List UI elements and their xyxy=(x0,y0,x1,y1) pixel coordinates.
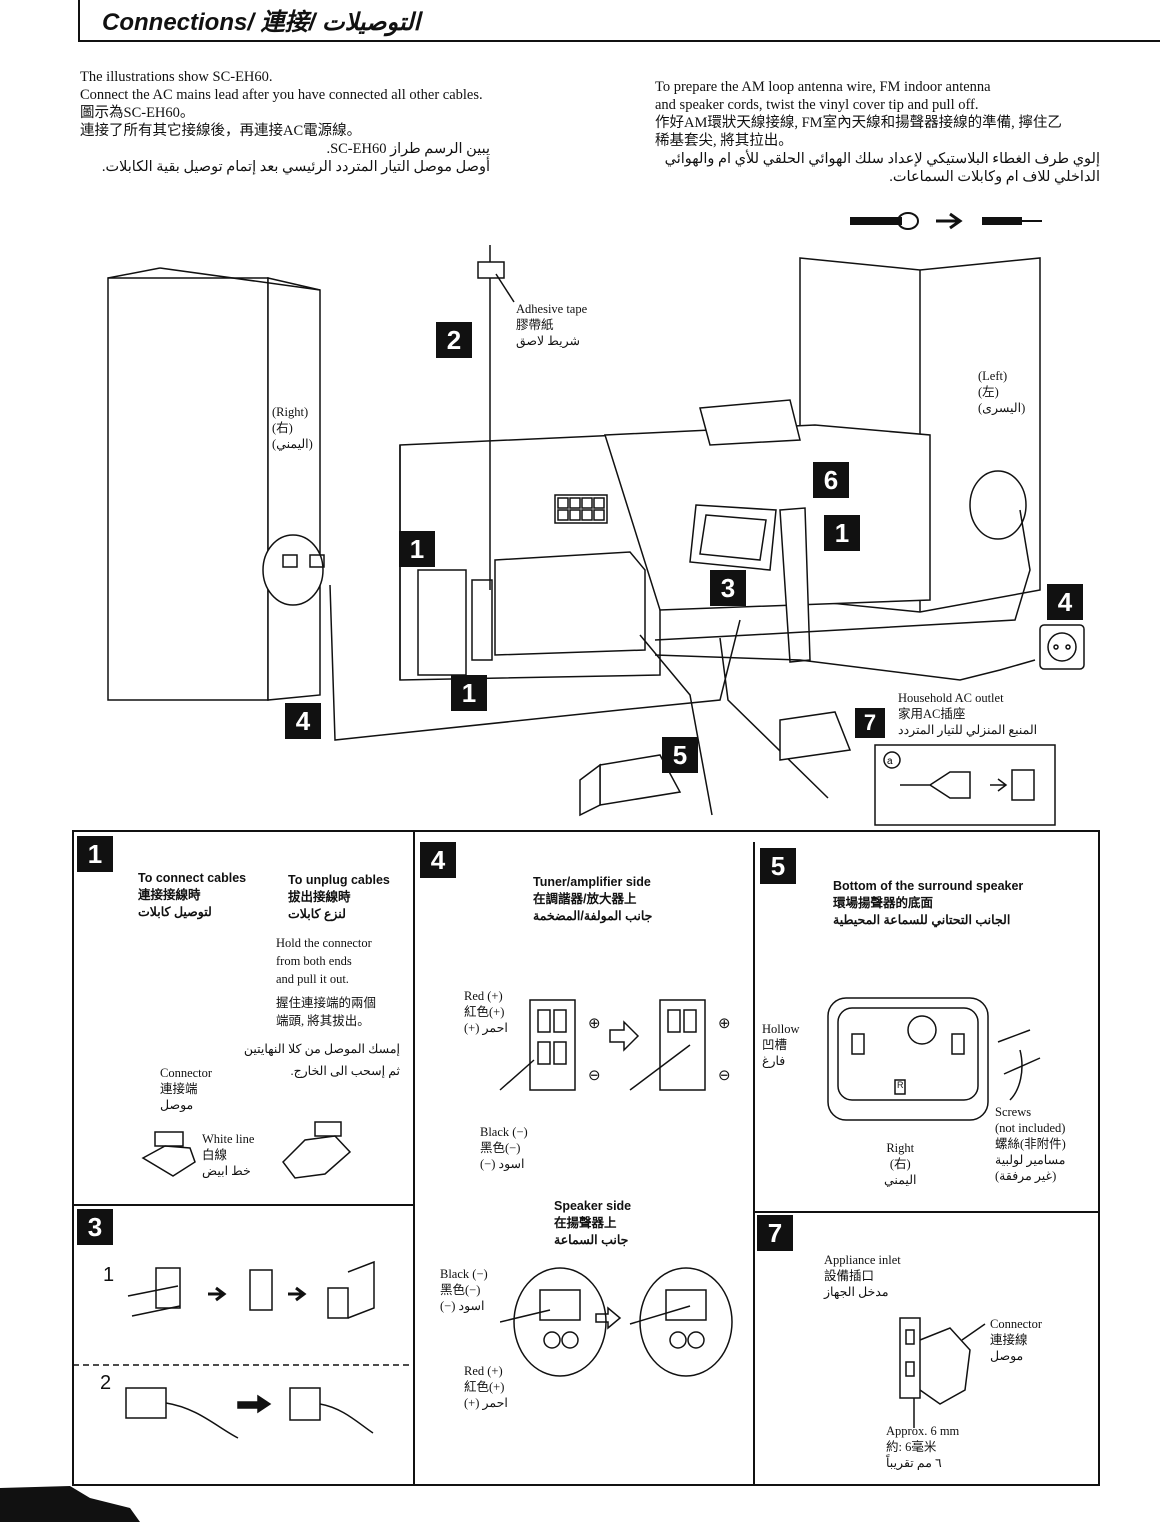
callout-1: 1 xyxy=(824,515,860,551)
panel-4-number: 4 xyxy=(420,842,456,878)
page-title: Connections/ 連接/ التوصيلات xyxy=(102,9,421,36)
left-speaker-label: (Left) (左) (اليسرى) xyxy=(978,369,1026,415)
intro-zh-line: 圖示為SC-EH60。 xyxy=(80,105,195,121)
unplug-instructions: Hold the connector from both ends and pu… xyxy=(276,936,377,1028)
intro-zh-line: 稀基套尖, 將其拉出。 xyxy=(655,133,793,149)
callout-4: 4 xyxy=(285,703,321,739)
red-plus-label: Red (+) 紅色(+) (+) احمر xyxy=(464,1364,508,1410)
intro-zh-line: 連接了所有其它接線後，再連接AC電源線。 xyxy=(80,123,362,139)
red-plus-label: Red (+) 紅色(+) (+) احمر xyxy=(464,989,508,1035)
panel-3-step-1: 1 xyxy=(103,1264,115,1286)
callout-4: 4 xyxy=(1047,584,1083,620)
appliance-inlet-label: Appliance inlet 設備插口 مدخل الجهاز xyxy=(824,1253,901,1299)
scan-edge-artifact xyxy=(0,1486,140,1522)
speaker-bottom-illustration xyxy=(827,997,1041,1121)
white-line-label: White line 白線 خط ابيض xyxy=(202,1132,255,1178)
panel-3-number: 3 xyxy=(77,1209,113,1245)
hollow-label: Hollow 凹槽 فارغ xyxy=(762,1022,800,1068)
speaker-terminal-illustration xyxy=(500,1267,733,1377)
panel-1-number: 1 xyxy=(77,836,113,872)
callout-1: 1 xyxy=(451,675,487,711)
black-minus-label: Black (−) 黑色(−) (−) اسود xyxy=(440,1267,488,1313)
connector-hand-illustration xyxy=(141,1121,352,1179)
panel-7-number: 7 xyxy=(757,1215,793,1251)
right-mark: R xyxy=(897,1080,904,1090)
approx-6mm-label: Approx. 6 mm 約: 6毫米 ٦ مم تقريباً xyxy=(886,1424,960,1470)
plus-terminal-icon: ⊕ xyxy=(588,1015,601,1032)
black-minus-label: Black (−) 黑色(−) (−) اسود xyxy=(480,1125,528,1171)
to-unplug-cables: To unplug cables 拔出接線時 لنزع كابلات xyxy=(288,873,390,921)
ac-outlet-label: Household AC outlet 家用AC插座 المنبع المنزل… xyxy=(898,691,1038,737)
intro-ar-line: الداخلي للاف ام وكابلات السماعات. xyxy=(889,169,1100,185)
connector-label: Connector 連接線 موصل xyxy=(990,1317,1043,1363)
callout-2: 2 xyxy=(436,322,472,358)
intro-en-line: The illustrations show SC-EH60. xyxy=(80,69,273,85)
twist-off-cord-icon xyxy=(850,212,1042,230)
bottom-surround-speaker-title: Bottom of the surround speaker 環場揚聲器的底面 … xyxy=(833,879,1024,927)
panel-5-number: 5 xyxy=(760,848,796,884)
tuner-amplifier-side-title: Tuner/amplifier side 在調諧器/放大器上 جانب المو… xyxy=(533,875,653,923)
inlet-connector-illustration xyxy=(899,1317,986,1428)
minus-terminal-icon: ⊖ xyxy=(718,1067,731,1084)
callout-5: 5 xyxy=(662,737,698,773)
callout-1: 1 xyxy=(399,531,435,567)
callout-6: 6 xyxy=(813,462,849,498)
connection-diagram: a xyxy=(107,245,1085,826)
adhesive-tape-label: Adhesive tape 膠帶紙 شريط لاصق xyxy=(516,302,588,348)
header-rule-vertical xyxy=(78,0,80,42)
panel-3-step-2: 2 xyxy=(100,1372,112,1394)
intro-left: The illustrations show SC-EH60. Connect … xyxy=(80,68,580,176)
plus-terminal-icon: ⊕ xyxy=(718,1015,731,1032)
plug-badge-a: a xyxy=(887,756,893,767)
instruction-panels-frame xyxy=(72,830,1100,1486)
header-rule-horizontal xyxy=(78,40,1160,42)
speaker-side-title: Speaker side 在揚聲器上 جانب السماعة xyxy=(554,1199,632,1247)
intro-ar-line: أوصل موصل التيار المتردد الرئيسي بعد إتم… xyxy=(101,159,490,175)
intro-en-line: and speaker cords, twist the vinyl cover… xyxy=(655,97,979,113)
intro-en-line: Connect the AC mains lead after you have… xyxy=(80,87,483,103)
minus-terminal-icon: ⊖ xyxy=(588,1067,601,1084)
screws-label: Screws (not included) 螺絲(非附件) مسامير لول… xyxy=(995,1105,1066,1183)
right-label: Right (右) اليمني xyxy=(884,1141,917,1187)
intro-en-line: To prepare the AM loop antenna wire, FM … xyxy=(655,79,991,95)
intro-zh-line: 作好AM環狀天線接線, FM室內天線和揚聲器接線的準備, 擰住乙 xyxy=(655,115,1062,131)
unplug-instructions-ar: إمسك الموصل من كلا النهايتين ثم إسحب الى… xyxy=(243,1042,400,1078)
callout-3: 3 xyxy=(710,570,746,606)
intro-ar-line: يبين الرسم طراز SC-EH60. xyxy=(326,141,490,157)
callout-7: 7 xyxy=(855,708,885,738)
amplifier-terminal-illustration xyxy=(499,999,706,1091)
intro-right: To prepare the AM loop antenna wire, FM … xyxy=(655,78,1115,186)
page-header: Connections/ 連接/ التوصيلات xyxy=(0,0,1160,42)
to-connect-cables: To connect cables 連接接線時 لتوصيل كابلات xyxy=(138,871,247,919)
antenna-frame-assembly-illustration xyxy=(125,1260,375,1439)
connector-label: Connector 連接端 موصل xyxy=(160,1066,213,1112)
right-speaker-label: (Right) (右) (اليمني) xyxy=(272,405,313,451)
intro-ar-line: إلوي طرف الغطاء البلاستيكي لإعداد سلك ال… xyxy=(664,151,1100,167)
